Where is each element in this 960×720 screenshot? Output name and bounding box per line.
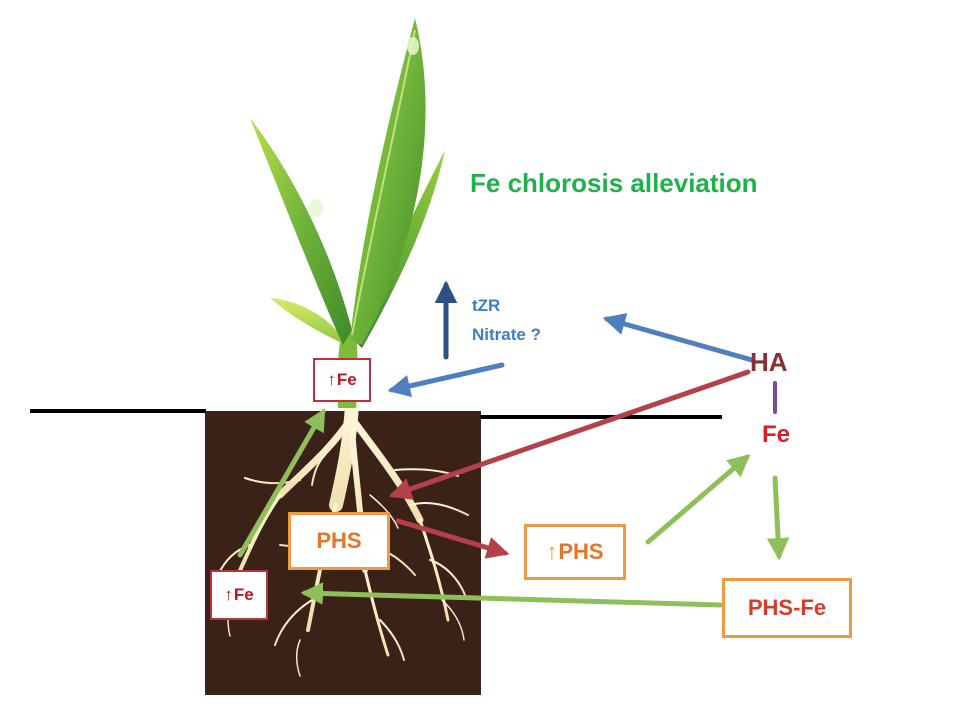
fe-shoot-label: Fe: [336, 370, 357, 389]
arrows: [237, 280, 790, 608]
arrow-signals-to-shoot-fe: [387, 362, 505, 397]
fe-root-box: ↑ Fe: [210, 570, 268, 620]
phs-root-box: PHS: [288, 512, 390, 570]
arrow-ha-to-roots: [388, 369, 751, 500]
phs-fe-box: PHS-Fe: [722, 578, 852, 638]
arrow-ha-to-signals: [602, 313, 755, 363]
phs-up-label: PHS: [558, 539, 604, 564]
signal-tzr-label: tZR: [472, 296, 501, 315]
signal-nitrate-label: Nitrate ?: [472, 325, 541, 344]
arrow-root-fe-to-shoot-fe: [237, 408, 326, 558]
phs-root-label: PHS: [316, 528, 362, 553]
phs-up-box: ↑ PHS: [524, 524, 626, 580]
ha-label: HA: [750, 347, 788, 377]
up-arrow-icon: ↑: [224, 585, 233, 604]
arrow-phs-to-phs-up: [395, 518, 510, 559]
plant-shoot: [250, 18, 445, 408]
phs-fe-label: PHS-Fe: [747, 595, 827, 620]
fe-root-label: Fe: [233, 585, 254, 604]
arrow-fe-to-phs-fe: [766, 475, 790, 561]
up-arrow-icon: ↑: [546, 539, 558, 564]
fe-shoot-box: ↑ Fe: [313, 358, 371, 402]
title-label: Fe chlorosis alleviation: [470, 168, 758, 198]
arrow-phs-up-to-fe: [645, 454, 751, 545]
arrow-phs-fe-to-root-fe: [300, 582, 723, 608]
fe-label: Fe: [762, 421, 791, 448]
up-arrow-icon: ↑: [327, 370, 336, 389]
